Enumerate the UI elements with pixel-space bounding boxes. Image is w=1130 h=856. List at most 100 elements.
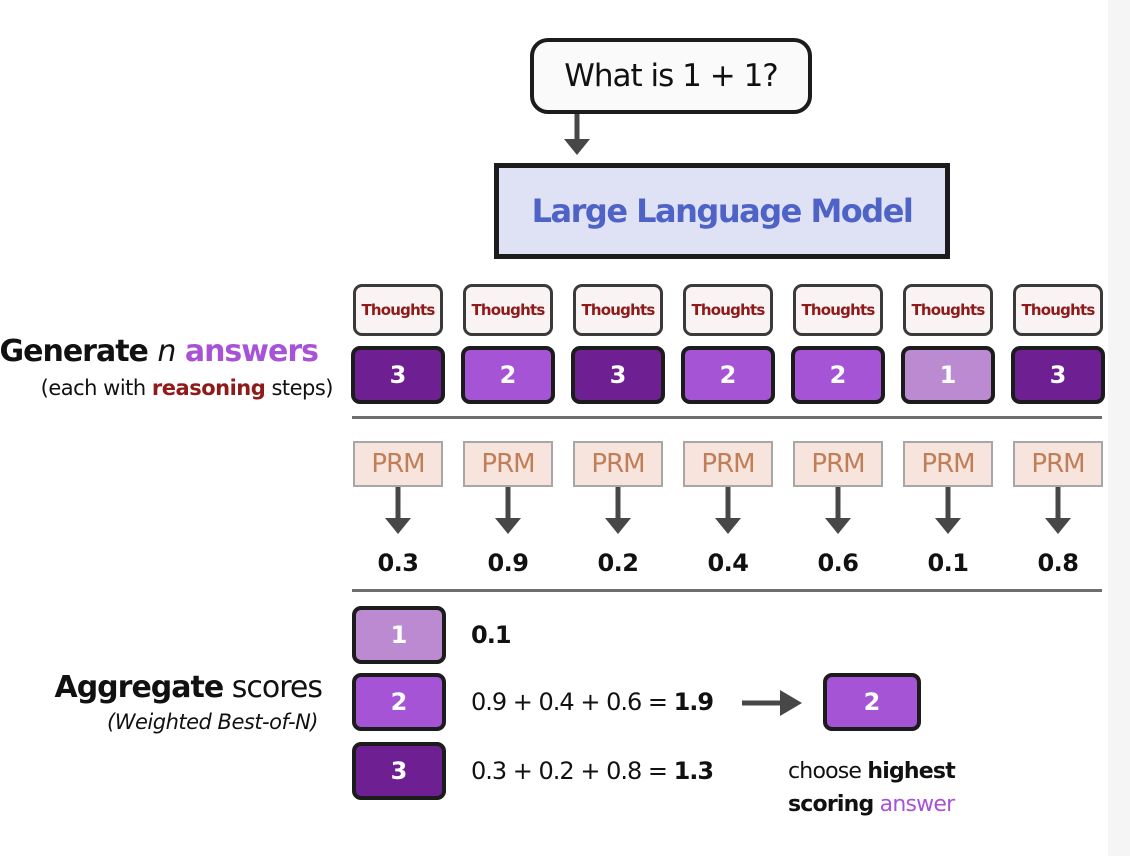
prm-score-value-5: 0.6 — [817, 549, 859, 577]
answer-label-5: 2 — [829, 361, 847, 389]
aggregate-total-1-value: 0.1 — [471, 621, 512, 649]
aggregate-answer-3: 3 — [352, 742, 446, 800]
question-text: What is 1 + 1? — [564, 58, 779, 94]
thoughts-box-4: Thoughts — [683, 284, 773, 336]
prm-score-value-3: 0.2 — [597, 549, 639, 577]
prm-score-4: 0.4 — [683, 549, 773, 577]
answer-box-5: 2 — [791, 346, 885, 404]
aggregate-answer-1: 1 — [352, 606, 446, 664]
n-variable: n — [157, 334, 176, 369]
thoughts-box-2: Thoughts — [463, 284, 553, 336]
weighted-best-of-n: (Weighted Best-of-N) — [107, 710, 318, 734]
result-caption-line1: choose highest — [788, 755, 956, 788]
aggregate-answer-2-label: 2 — [390, 688, 408, 716]
prm-score-7: 0.8 — [1013, 549, 1103, 577]
divider-bottom — [352, 589, 1102, 592]
thoughts-box-6: Thoughts — [903, 284, 993, 336]
prm-score-value-6: 0.1 — [927, 549, 969, 577]
thoughts-label-6: Thoughts — [911, 301, 985, 319]
prm-box-4: PRM — [683, 441, 773, 487]
reasoning-word: reasoning — [151, 376, 266, 400]
answer-box-1: 3 — [351, 346, 445, 404]
thoughts-box-1: Thoughts — [353, 284, 443, 336]
aggregate-word: Aggregate — [54, 670, 224, 705]
scores-word: scores — [231, 670, 323, 705]
prm-score-6: 0.1 — [903, 549, 993, 577]
prm-box-3: PRM — [573, 441, 663, 487]
result-caption-line2: scoring answer — [788, 788, 955, 821]
prm-arrow-1-head — [385, 518, 411, 534]
thoughts-label-7: Thoughts — [1021, 301, 1095, 319]
answer-label-1: 3 — [389, 361, 407, 389]
sub-before: (each with — [40, 376, 147, 400]
prm-arrow-2-head — [495, 518, 521, 534]
prm-box-5: PRM — [793, 441, 883, 487]
thoughts-box-3: Thoughts — [573, 284, 663, 336]
answer-box-4: 2 — [681, 346, 775, 404]
generate-word: Generate — [0, 334, 149, 369]
prm-box-1: PRM — [353, 441, 443, 487]
prm-arrow-7-head — [1045, 518, 1071, 534]
prm-label-2: PRM — [481, 449, 535, 479]
answers-word: answers — [184, 334, 319, 369]
answer-label-7: 3 — [1049, 361, 1067, 389]
thoughts-box-5: Thoughts — [793, 284, 883, 336]
highest-word: highest — [867, 759, 955, 784]
result-answer: 2 — [823, 673, 921, 731]
aggregate-total-1: 0.1 — [471, 621, 512, 649]
answer-label-2: 2 — [499, 361, 517, 389]
aggregate-answer-3-label: 3 — [390, 757, 408, 785]
aggregate-expr-2-text: 0.9 + 0.4 + 0.6 = — [471, 688, 674, 716]
question-box: What is 1 + 1? — [530, 38, 812, 114]
prm-arrow-6-head — [935, 518, 961, 534]
thoughts-label-5: Thoughts — [801, 301, 875, 319]
prm-score-1: 0.3 — [353, 549, 443, 577]
aggregate-total-3-value: 1.3 — [673, 757, 715, 785]
prm-box-6: PRM — [903, 441, 993, 487]
divider-top — [352, 416, 1102, 419]
result-caption: choose highest scoring answer — [788, 755, 956, 821]
aggregate-subheading: (Weighted Best-of-N) — [107, 710, 318, 734]
aggregate-expression-2: 0.9 + 0.4 + 0.6 = 1.9 — [471, 688, 715, 716]
generate-subheading: (each with reasoning steps) — [40, 376, 334, 400]
prm-label-4: PRM — [701, 449, 755, 479]
prm-score-value-7: 0.8 — [1037, 549, 1079, 577]
prm-label-6: PRM — [921, 449, 975, 479]
answer-word: answer — [879, 792, 955, 817]
prm-score-value-1: 0.3 — [377, 549, 419, 577]
answer-box-7: 3 — [1011, 346, 1105, 404]
aggregate-expr-3-text: 0.3 + 0.2 + 0.8 = — [471, 757, 674, 785]
answer-label-6: 1 — [939, 361, 957, 389]
llm-box: Large Language Model — [494, 163, 950, 259]
prm-arrow-5-head — [825, 518, 851, 534]
answer-label-4: 2 — [719, 361, 737, 389]
prm-label-5: PRM — [811, 449, 865, 479]
prm-score-value-4: 0.4 — [707, 549, 749, 577]
result-answer-label: 2 — [863, 688, 881, 716]
prm-box-7: PRM — [1013, 441, 1103, 487]
prm-box-2: PRM — [463, 441, 553, 487]
prm-score-5: 0.6 — [793, 549, 883, 577]
prm-arrow-3-head — [605, 518, 631, 534]
answer-box-6: 1 — [901, 346, 995, 404]
prm-score-value-2: 0.9 — [487, 549, 529, 577]
answer-box-2: 2 — [461, 346, 555, 404]
aggregate-total-2-value: 1.9 — [673, 688, 715, 716]
prm-label-3: PRM — [591, 449, 645, 479]
thoughts-label-3: Thoughts — [581, 301, 655, 319]
answer-box-3: 3 — [571, 346, 665, 404]
right-edge-strip — [1108, 0, 1130, 856]
sub-after: steps) — [271, 376, 333, 400]
thoughts-label-1: Thoughts — [361, 301, 435, 319]
prm-label-7: PRM — [1031, 449, 1085, 479]
prm-score-3: 0.2 — [573, 549, 663, 577]
answer-label-3: 3 — [609, 361, 627, 389]
llm-label: Large Language Model — [531, 192, 914, 230]
thoughts-label-4: Thoughts — [691, 301, 765, 319]
aggregate-answer-2: 2 — [352, 673, 446, 731]
prm-arrow-4-head — [715, 518, 741, 534]
choose-word: choose — [788, 759, 862, 784]
prm-label-1: PRM — [371, 449, 425, 479]
result-arrow-head — [780, 690, 802, 716]
